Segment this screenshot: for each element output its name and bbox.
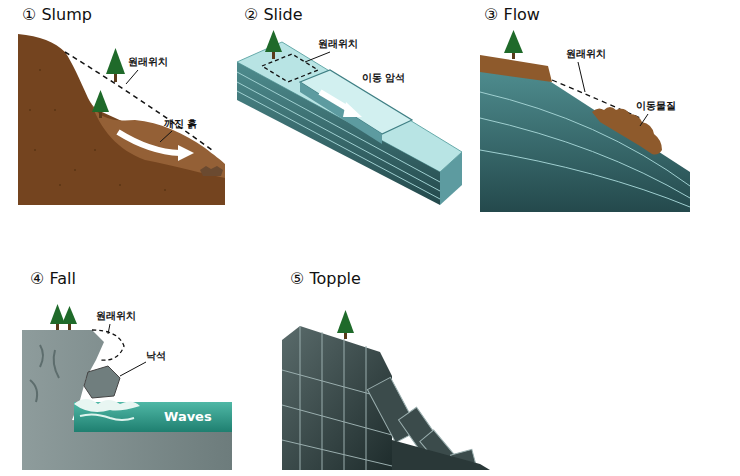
part-label: 낙석	[146, 350, 166, 362]
part-label: 원래위치	[318, 38, 358, 50]
panel-title: ⑤ Topple	[290, 270, 361, 288]
part-label: 원래위치	[96, 310, 136, 322]
slide-figure	[237, 30, 462, 205]
fall-figure	[22, 304, 232, 470]
part-label: 원래위치	[128, 56, 168, 68]
panel-title: ① Slump	[22, 6, 92, 24]
panel-title: ③ Flow	[484, 6, 540, 24]
part-label: 이동물질	[636, 100, 676, 112]
part-label: 이동 암석	[362, 72, 405, 84]
part-label: 원래위치	[566, 48, 606, 60]
flow-figure	[480, 30, 690, 212]
part-label: 깨진 흙	[164, 118, 197, 130]
panel-title: ④ Fall	[30, 270, 76, 288]
slump-figure	[18, 34, 225, 205]
water-label: Waves	[164, 410, 212, 425]
panel-title: ② Slide	[244, 6, 302, 24]
topple-figure	[282, 310, 490, 470]
